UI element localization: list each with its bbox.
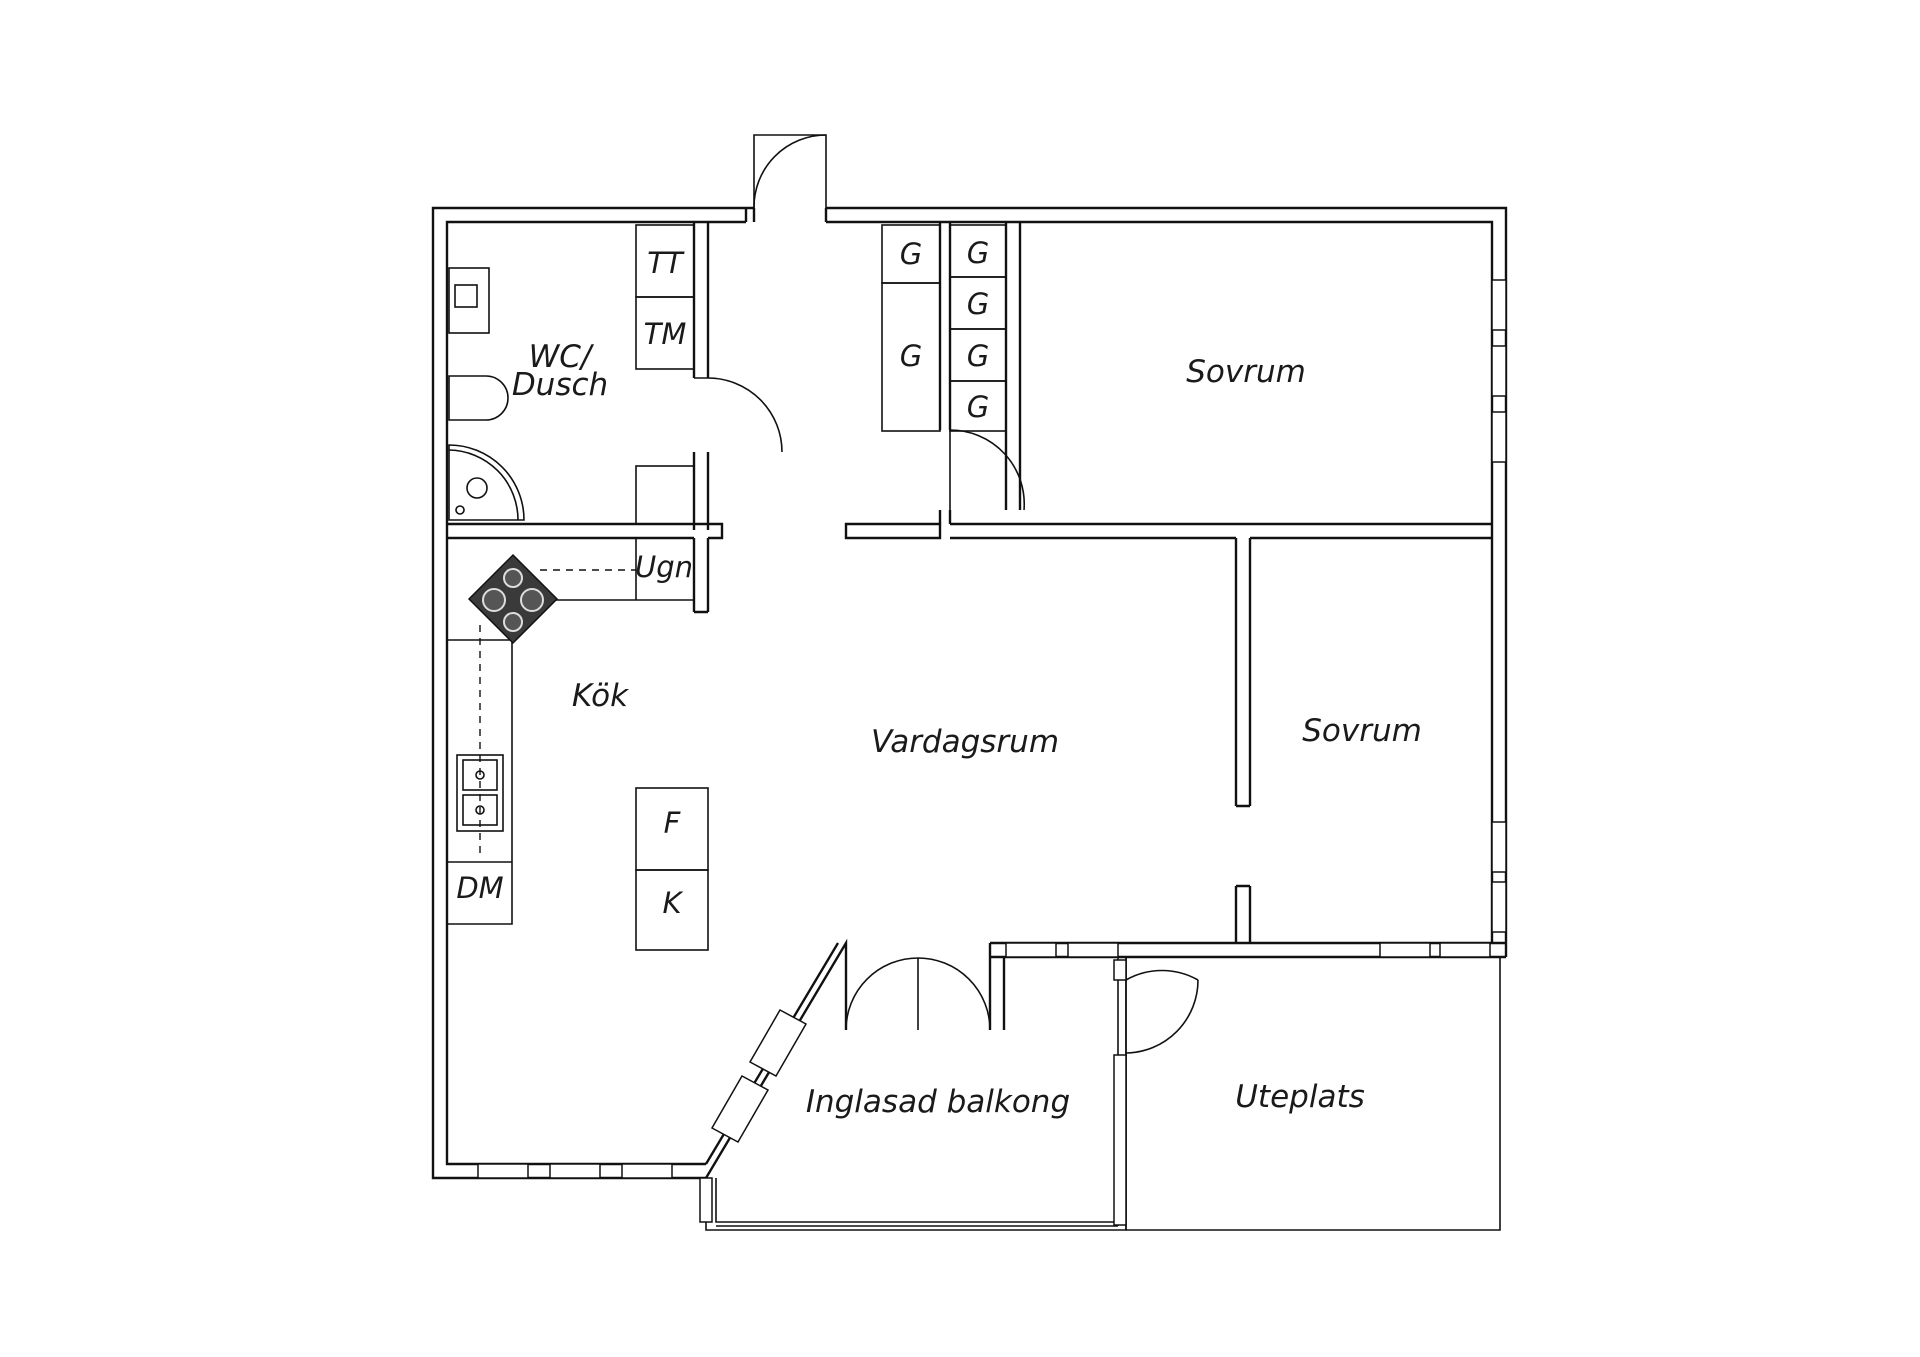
appliance-label-dm: DM [456, 871, 503, 905]
entrance-door [753, 134, 827, 209]
kitchen-counters [447, 538, 709, 951]
wardrobe-label: G [967, 236, 989, 270]
uteplats-outline [1126, 957, 1501, 1231]
balcony-door [845, 957, 991, 1031]
sink [456, 754, 504, 832]
wardrobe-label: G [900, 237, 922, 271]
sovrum-door [949, 429, 1026, 511]
windows [477, 279, 1507, 1179]
wc-fixtures [448, 267, 525, 521]
room-label-vardagsrum: Vardagsrum [871, 724, 1059, 760]
labels: WC/ Dusch Kök Vardagsrum Sovrum Sovrum I… [456, 236, 1421, 1120]
appliance-label-ugn: Ugn [635, 550, 693, 584]
room-label-sovrum-2: Sovrum [1302, 713, 1422, 749]
wardrobe-label: G [900, 339, 922, 373]
wc-door [694, 377, 783, 453]
room-label-uteplats: Uteplats [1235, 1079, 1365, 1115]
glazed-balcony [699, 957, 1199, 1231]
room-label-sovrum-1: Sovrum [1186, 354, 1306, 390]
shower [448, 444, 525, 521]
room-label-balkong: Inglasad balkong [806, 1084, 1070, 1120]
room-label-kok: Kök [572, 678, 629, 714]
stove [467, 553, 559, 645]
room-label-wc: WC/ [529, 339, 595, 375]
appliance-label-f: F [664, 806, 682, 840]
wardrobes [881, 222, 1022, 510]
wc-appliances [635, 224, 695, 525]
interior-walls [447, 222, 1492, 943]
wardrobe-label: G [967, 339, 989, 373]
appliance-label-tm: TM [644, 317, 687, 351]
appliance-label-tt: TT [647, 246, 685, 280]
toilet [448, 375, 509, 421]
appliance-label-k: K [662, 886, 683, 920]
room-label-wc-2: Dusch [512, 367, 608, 403]
wardrobe-label: G [967, 390, 989, 424]
sink [448, 267, 490, 334]
wardrobe-label: G [967, 287, 989, 321]
